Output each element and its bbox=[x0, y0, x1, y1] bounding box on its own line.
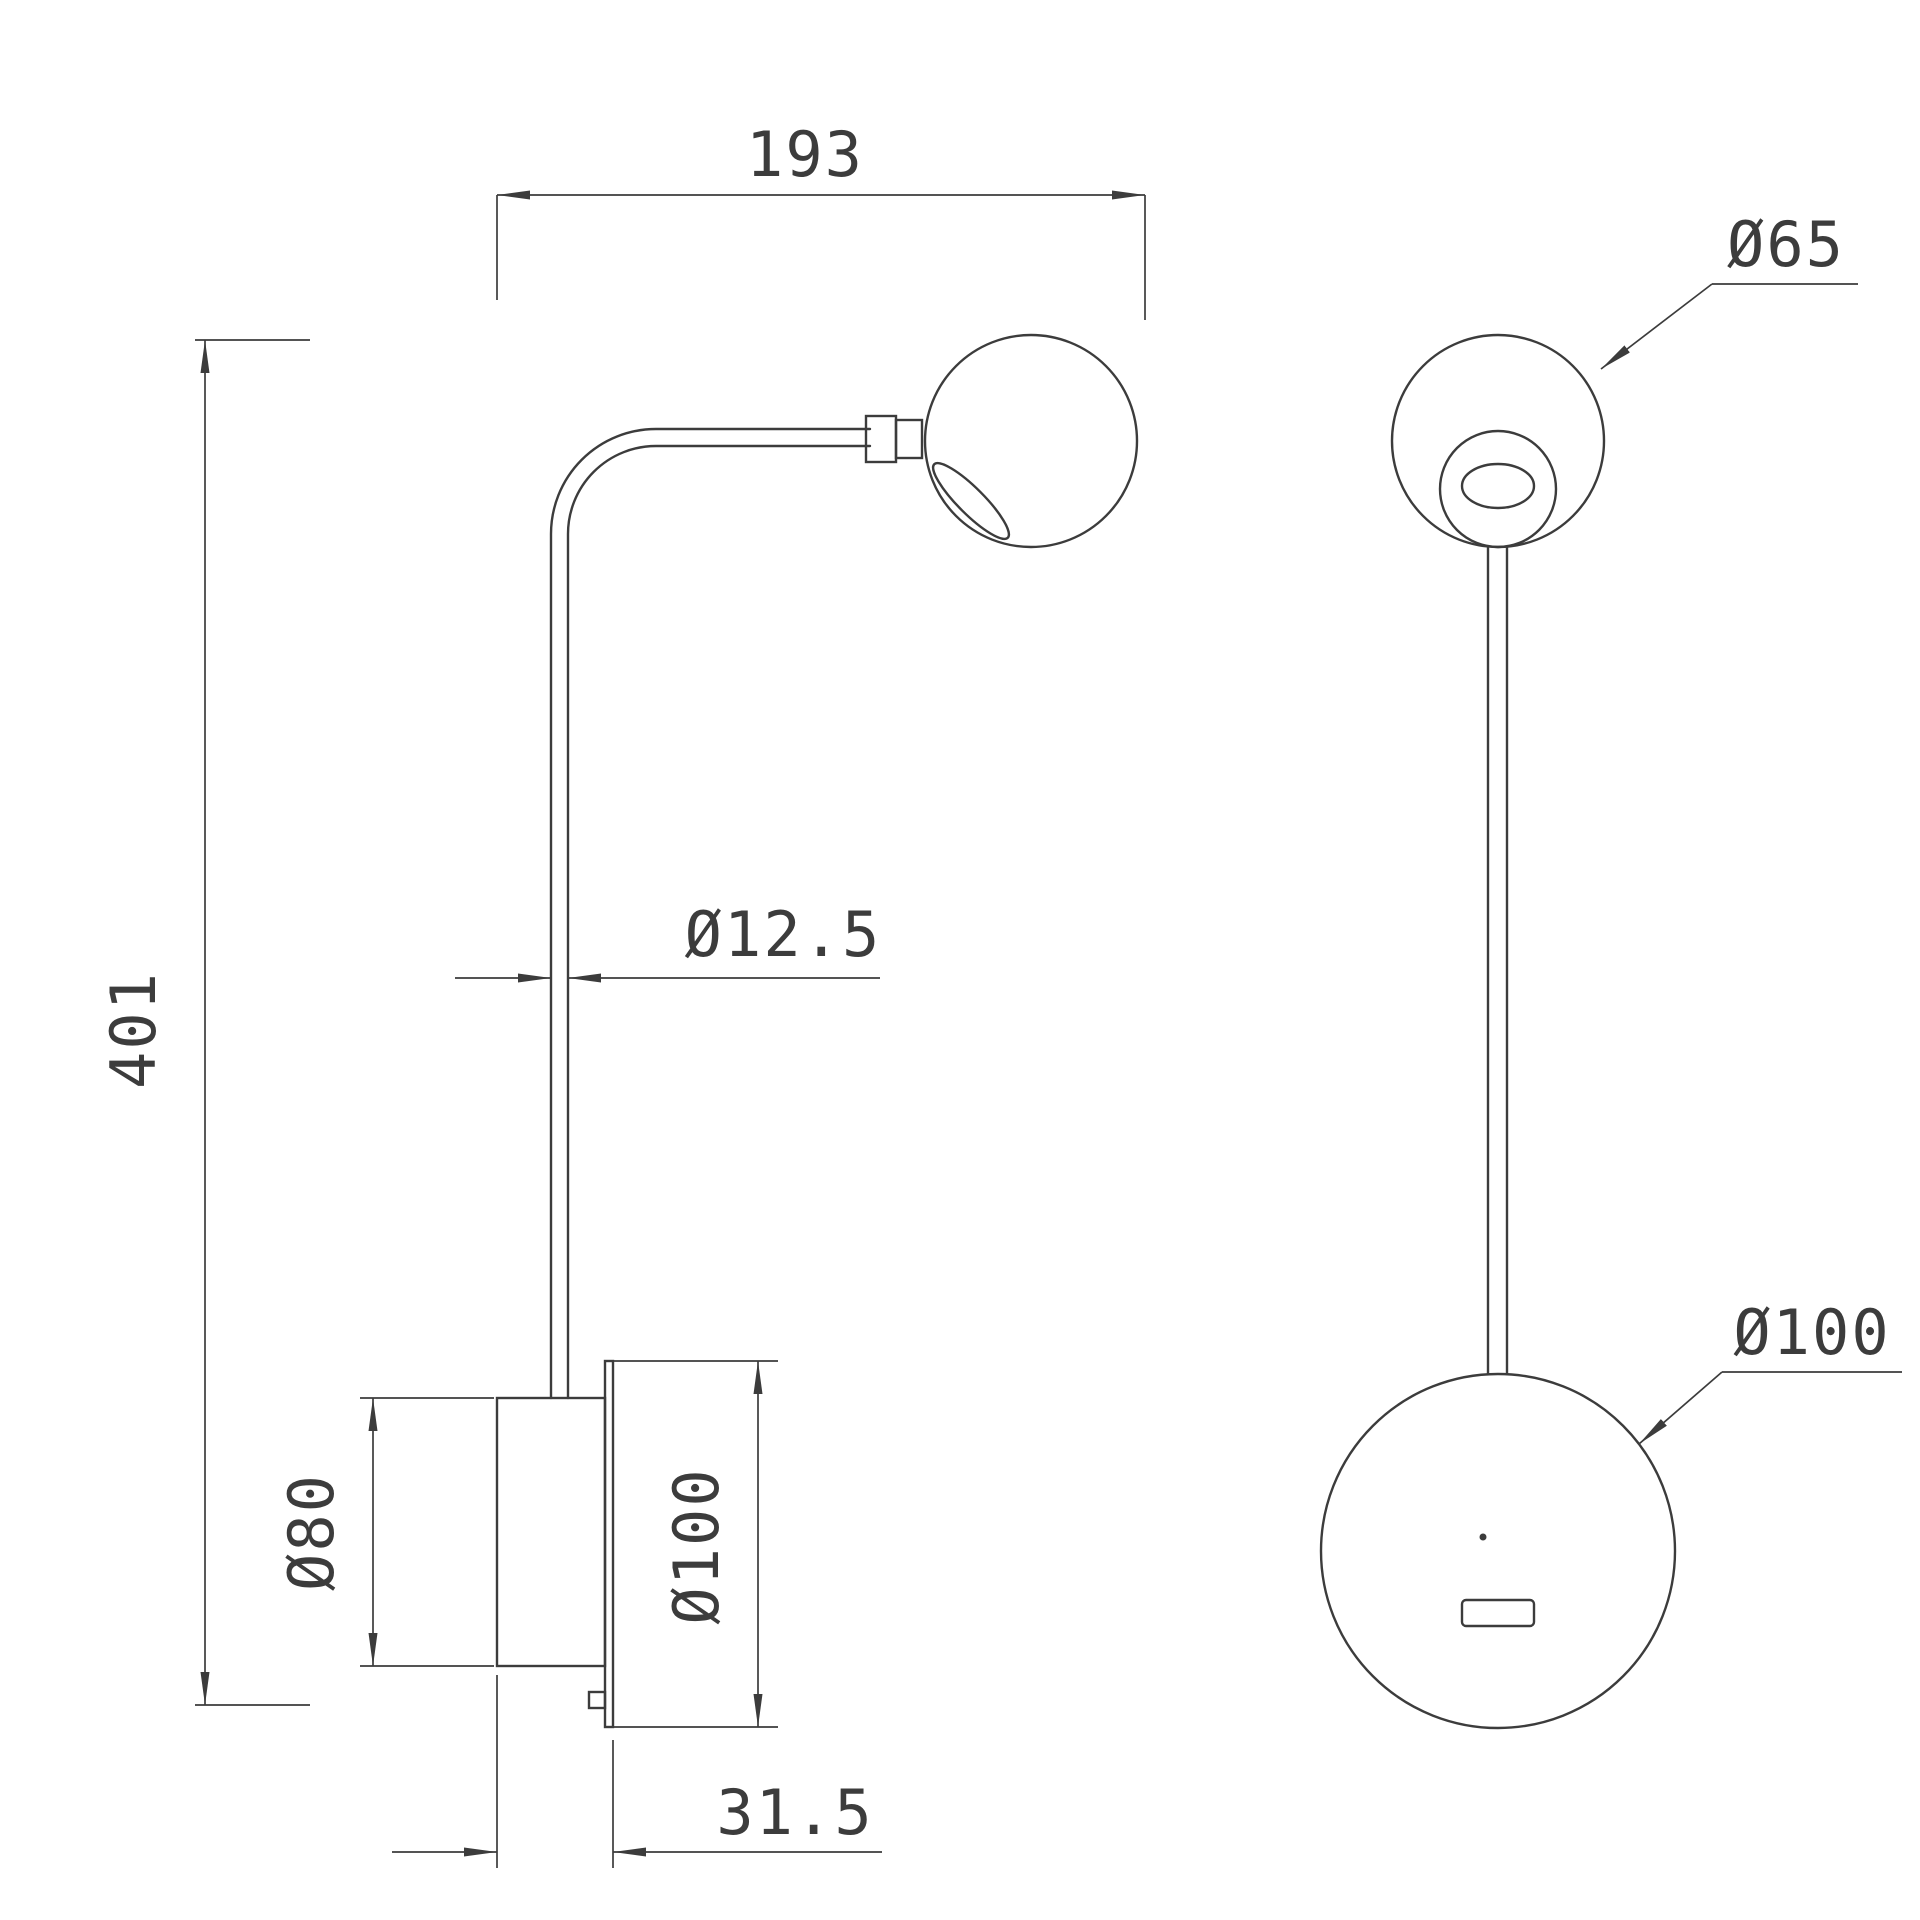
front-view-dimensions: Ø65 Ø100 bbox=[1600, 208, 1902, 1445]
lamp-head-side bbox=[923, 333, 1139, 549]
lamp-lens-rim-front bbox=[1438, 429, 1558, 549]
arm-connector-ring bbox=[894, 418, 924, 460]
lamp-lens-front bbox=[1460, 462, 1536, 510]
switch-front bbox=[1460, 1598, 1536, 1628]
base-front bbox=[1319, 1372, 1677, 1730]
arm-tube-inner bbox=[566, 444, 872, 1400]
leader-line bbox=[1600, 283, 1713, 370]
dim-label-base-diameter: Ø100 bbox=[1733, 1296, 1890, 1369]
wall-plate-side bbox=[603, 1359, 615, 1729]
indicator-dot bbox=[1479, 1533, 1487, 1541]
dim-label-width: 193 bbox=[746, 118, 864, 191]
front-view bbox=[1319, 333, 1677, 1730]
lamp-lens-rim-side bbox=[931, 461, 1011, 541]
dim-label-depth: 31.5 bbox=[716, 1776, 873, 1849]
dim-label-body-diameter: Ø80 bbox=[275, 1473, 348, 1591]
leader-line bbox=[1638, 1371, 1723, 1445]
lamp-head-front bbox=[1390, 333, 1606, 549]
mount-body-side bbox=[495, 1396, 607, 1668]
side-view-dimensions: 193 401 Ø12.5 Ø80 Ø100 31.5 bbox=[97, 118, 1146, 1868]
switch-side bbox=[587, 1690, 607, 1710]
side-view bbox=[495, 333, 1139, 1729]
arm-connector bbox=[864, 414, 898, 464]
dim-label-tube-diameter: Ø12.5 bbox=[685, 898, 882, 971]
dim-label-head-diameter: Ø65 bbox=[1727, 208, 1845, 281]
dim-label-height: 401 bbox=[97, 971, 170, 1089]
arm-tube-outer bbox=[549, 427, 872, 1400]
dim-label-plate-diameter: Ø100 bbox=[660, 1467, 733, 1624]
